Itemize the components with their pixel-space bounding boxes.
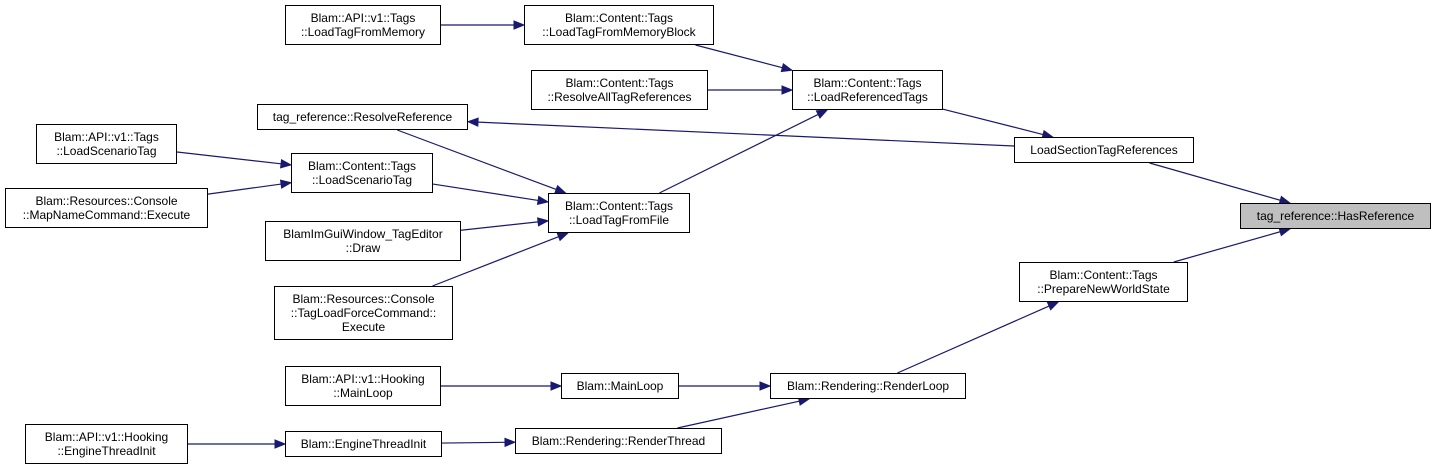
node-label-line: Blam::Resources::Console bbox=[35, 194, 178, 208]
node-label-line: tag_reference::HasReference bbox=[1256, 209, 1415, 223]
edge-load_section_tag_references-to-has_reference bbox=[1149, 162, 1281, 201]
node-label-line: Blam::Rendering::RenderLoop bbox=[786, 379, 950, 393]
edge-content_load_scenario_tag-to-load_tag_from_file bbox=[432, 183, 539, 202]
node-label-line: ::Draw bbox=[345, 241, 381, 255]
edge-arrowhead bbox=[274, 439, 287, 449]
node-api-load-scenario-tag[interactable]: Blam::API::v1::Tags ::LoadScenarioTag bbox=[36, 124, 177, 164]
edge-arrowhead bbox=[759, 381, 772, 391]
node-load-tag-from-file[interactable]: Blam::Content::Tags ::LoadTagFromFile bbox=[548, 193, 690, 233]
node-label-line: Blam::API::v1::Tags bbox=[310, 11, 416, 25]
edge-arrowhead bbox=[780, 63, 794, 73]
node-label-line: ::ResolveAllTagReferences bbox=[547, 90, 692, 104]
edge-render_thread-to-render_loop bbox=[677, 400, 800, 429]
edge-arrowhead bbox=[1046, 301, 1060, 311]
node-label-line: Blam::Content::Tags bbox=[307, 159, 417, 173]
node-tag-load-force-command-execute[interactable]: Blam::Resources::Console ::TagLoadForceC… bbox=[274, 286, 453, 340]
edge-arrowhead bbox=[513, 20, 526, 30]
node-prepare-new-world-state[interactable]: Blam::Content::Tags ::PrepareNewWorldSta… bbox=[1019, 262, 1188, 302]
node-label-line: ::MapNameCommand::Execute bbox=[22, 208, 191, 222]
node-label-line: ::LoadReferencedTags bbox=[807, 90, 928, 104]
edge-arrowhead bbox=[550, 381, 563, 391]
node-render-thread[interactable]: Blam::Rendering::RenderThread bbox=[515, 428, 722, 454]
node-content-load-scenario-tag[interactable]: Blam::Content::Tags ::LoadScenarioTag bbox=[291, 153, 433, 193]
node-label-line: Execute bbox=[341, 320, 386, 334]
node-api-load-tag-from-memory[interactable]: Blam::API::v1::Tags ::LoadTagFromMemory bbox=[285, 5, 441, 45]
node-load-referenced-tags[interactable]: Blam::Content::Tags ::LoadReferencedTags bbox=[792, 70, 943, 110]
edge-map_name_command_execute-to-content_load_scenario_tag bbox=[207, 183, 282, 195]
edge-load_referenced_tags-to-load_section_tag_references bbox=[942, 108, 1044, 136]
edge-tag_editor_draw-to-load_tag_from_file bbox=[460, 221, 539, 231]
node-label-line: ::PrepareNewWorldState bbox=[1037, 282, 1170, 296]
node-label-line: Blam::Content::Tags bbox=[1049, 268, 1158, 282]
node-label-line: Blam::API::v1::Tags bbox=[54, 130, 159, 144]
node-label-line: ::LoadTagFromMemory bbox=[300, 25, 426, 39]
edge-arrowhead bbox=[504, 437, 517, 448]
node-resolve-all-tag-references[interactable]: Blam::Content::Tags ::ResolveAllTagRefer… bbox=[531, 70, 708, 110]
node-label-line: ::MainLoop bbox=[333, 386, 393, 400]
edge-load_tag_from_memory_block-to-load_referenced_tags bbox=[695, 44, 783, 69]
edge-api_load_scenario_tag-to-content_load_scenario_tag bbox=[176, 151, 282, 165]
node-map-name-command-execute[interactable]: Blam::Resources::Console ::MapNameComman… bbox=[5, 188, 208, 228]
node-api-hooking-engine-thread-init[interactable]: Blam::API::v1::Hooking ::EngineThreadIni… bbox=[25, 424, 188, 464]
node-load-section-tag-references[interactable]: LoadSectionTagReferences bbox=[1014, 137, 1194, 163]
node-label-line: ::LoadTagFromFile bbox=[568, 213, 670, 227]
node-label-line: ::LoadScenarioTag bbox=[56, 144, 157, 158]
edge-tag_load_force_command_execute-to-load_tag_from_file bbox=[432, 236, 559, 287]
node-engine-thread-init[interactable]: Blam::EngineThreadInit bbox=[285, 431, 442, 457]
edge-arrowhead bbox=[781, 85, 794, 95]
node-label-line: Blam::API::v1::Hooking bbox=[301, 372, 425, 386]
node-label-line: Blam::Content::Tags bbox=[565, 76, 674, 90]
edge-arrowhead bbox=[1278, 227, 1292, 237]
edge-arrowhead bbox=[556, 232, 570, 242]
node-tag-editor-draw[interactable]: BlamImGuiWindow_TagEditor ::Draw bbox=[265, 221, 461, 261]
node-label-line: Blam::Content::Tags bbox=[813, 76, 922, 90]
node-api-hooking-main-loop[interactable]: Blam::API::v1::Hooking ::MainLoop bbox=[285, 366, 441, 406]
edge-render_loop-to-prepare_new_world_state bbox=[897, 305, 1050, 374]
edge-resolve_reference-to-load_tag_from_file bbox=[397, 129, 557, 191]
node-label-line: ::EngineThreadInit bbox=[57, 444, 156, 458]
node-main-loop[interactable]: Blam::MainLoop bbox=[561, 373, 679, 399]
node-label-line: Blam::EngineThreadInit bbox=[300, 437, 427, 451]
node-label-line: Blam::MainLoop bbox=[576, 379, 664, 393]
edge-arrowhead bbox=[280, 159, 293, 169]
node-render-loop[interactable]: Blam::Rendering::RenderLoop bbox=[770, 373, 966, 399]
node-label-line: Blam::Rendering::RenderThread bbox=[531, 434, 706, 448]
edge-arrowhead bbox=[279, 179, 293, 189]
node-has-reference: tag_reference::HasReference bbox=[1240, 203, 1431, 229]
node-label-line: Blam::Content::Tags bbox=[564, 199, 674, 213]
node-label-line: Blam::API::v1::Hooking bbox=[44, 430, 169, 444]
node-load-tag-from-memory-block[interactable]: Blam::Content::Tags ::LoadTagFromMemoryB… bbox=[524, 5, 714, 45]
node-label-line: ::TagLoadForceCommand:: bbox=[290, 306, 437, 320]
node-label-line: ::LoadTagFromMemoryBlock bbox=[542, 25, 696, 39]
edge-arrowhead bbox=[466, 117, 479, 127]
node-label-line: BlamImGuiWindow_TagEditor bbox=[283, 227, 443, 241]
node-resolve-reference[interactable]: tag_reference::ResolveReference bbox=[257, 104, 468, 130]
node-label-line: LoadSectionTagReferences bbox=[1030, 143, 1178, 157]
edge-arrowhead bbox=[536, 195, 550, 206]
edge-arrowhead bbox=[537, 217, 550, 227]
node-label-line: Blam::Content::Tags bbox=[564, 11, 674, 25]
edge-engine_thread_init-to-render_thread bbox=[441, 441, 506, 444]
node-label-line: ::LoadScenarioTag bbox=[311, 173, 413, 187]
node-label-line: Blam::Resources::Console bbox=[292, 292, 435, 306]
edge-prepare_new_world_state-to-has_reference bbox=[1173, 231, 1281, 263]
edge-arrowhead bbox=[815, 109, 829, 119]
node-label-line: tag_reference::ResolveReference bbox=[272, 110, 453, 124]
edge-load_tag_from_file-to-load_referenced_tags bbox=[659, 113, 819, 194]
edge-load_section_tag_references-to-resolve_reference bbox=[477, 121, 1015, 147]
